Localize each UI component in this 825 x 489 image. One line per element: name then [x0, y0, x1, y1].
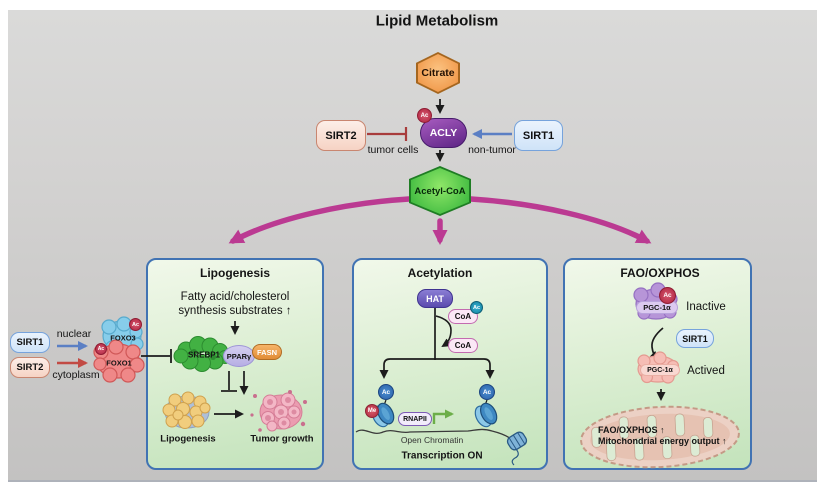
fasn-node: FASN: [252, 344, 282, 360]
lipogenesis-panel-title: Lipogenesis: [199, 266, 271, 280]
acly-node: ACLY: [420, 118, 467, 148]
condensed-chromatin-coil: [506, 431, 528, 466]
inhibit-sirt2-acly: [367, 127, 408, 141]
foxo1-protein-blob: [93, 339, 145, 383]
ac-sticks: [382, 399, 488, 409]
tumor-illustration: [250, 390, 307, 432]
mitochondria-illustration: [580, 405, 740, 469]
transcription-on-label: Transcription ON: [401, 450, 483, 462]
cytoplasm-label: cytoplasm: [52, 369, 100, 381]
tumor-growth-label: Tumor growth: [250, 433, 314, 445]
acetylation-panel-title: Acetylation: [407, 266, 473, 280]
nuclear-label: nuclear: [56, 328, 92, 340]
substrates-line1: Fatty acid/cholesterol: [180, 291, 290, 303]
chromatin-line: [355, 428, 512, 440]
coa-ac-badge: Ac: [470, 301, 483, 314]
actived-label: Actived: [687, 365, 725, 377]
left-ac-badge: Ac: [378, 384, 394, 400]
hat-branch-lines: [379, 307, 495, 379]
srebp1-label: SREBP1: [187, 350, 221, 360]
inhibit-ppary-down: [221, 371, 237, 392]
magenta-arrow-right: [468, 196, 652, 244]
sirt2-node-top: SIRT2: [316, 120, 366, 151]
arrow-coa-release: [435, 315, 452, 348]
lipogenesis-image-label: Lipogenesis: [160, 433, 216, 445]
foxo1-label: FOXO1: [106, 358, 132, 368]
hat-node: HAT: [417, 289, 453, 308]
fao-panel-title: FAO/OXPHOS: [620, 266, 700, 280]
tumor-cells-label: tumor cells: [367, 144, 419, 156]
mito-line1: FAO/OXPHOS ↑: [598, 425, 665, 435]
pgc1a-active-label: PGC-1α: [640, 364, 680, 376]
acly-ac-badge: Ac: [417, 108, 432, 123]
acetyl-coa-label: Acetyl-CoA: [414, 185, 466, 197]
citrate-label: Citrate: [421, 67, 455, 79]
fat-cells-illustration: [162, 391, 211, 429]
pgc1a-ac-badge: Ac: [659, 287, 676, 304]
page-title: Lipid Metabolism: [375, 12, 499, 30]
sirt2-node-left: SIRT2: [10, 357, 50, 378]
right-ac-badge: Ac: [479, 384, 495, 400]
sirt1-node-top: SIRT1: [514, 120, 563, 151]
transcription-start-arrow: [432, 409, 454, 424]
sirt1-node-fao: SIRT1: [676, 329, 714, 348]
coa-acetylated-node: CoA: [448, 309, 478, 324]
magenta-arrow-left: [228, 196, 412, 244]
open-chromatin-label: Open Chromatin: [400, 435, 464, 445]
foxo3-label: FOXO3: [110, 333, 136, 343]
coa-free-node: CoA: [448, 338, 478, 353]
me-badge: Me: [365, 404, 379, 418]
substrates-line2: synthesis substrates ↑: [178, 305, 292, 317]
non-tumor-label: non-tumor: [468, 144, 516, 156]
pgc1a-inactive-label: PGC-1α: [636, 301, 678, 314]
mito-line2: Mitochondrial energy output ↑: [598, 436, 727, 446]
ppar-gamma-node: PPARγ: [223, 345, 255, 367]
rnapii-node: RNAPII: [398, 412, 432, 426]
inhibit-foxo1-srebp1: [141, 349, 172, 363]
inactive-label: Inactive: [686, 301, 726, 313]
nucleosome-right: [474, 402, 498, 428]
foxo1-ac-badge: Ac: [95, 343, 107, 355]
sirt1-node-left: SIRT1: [10, 332, 50, 353]
foxo3-ac-badge: Ac: [129, 318, 142, 331]
